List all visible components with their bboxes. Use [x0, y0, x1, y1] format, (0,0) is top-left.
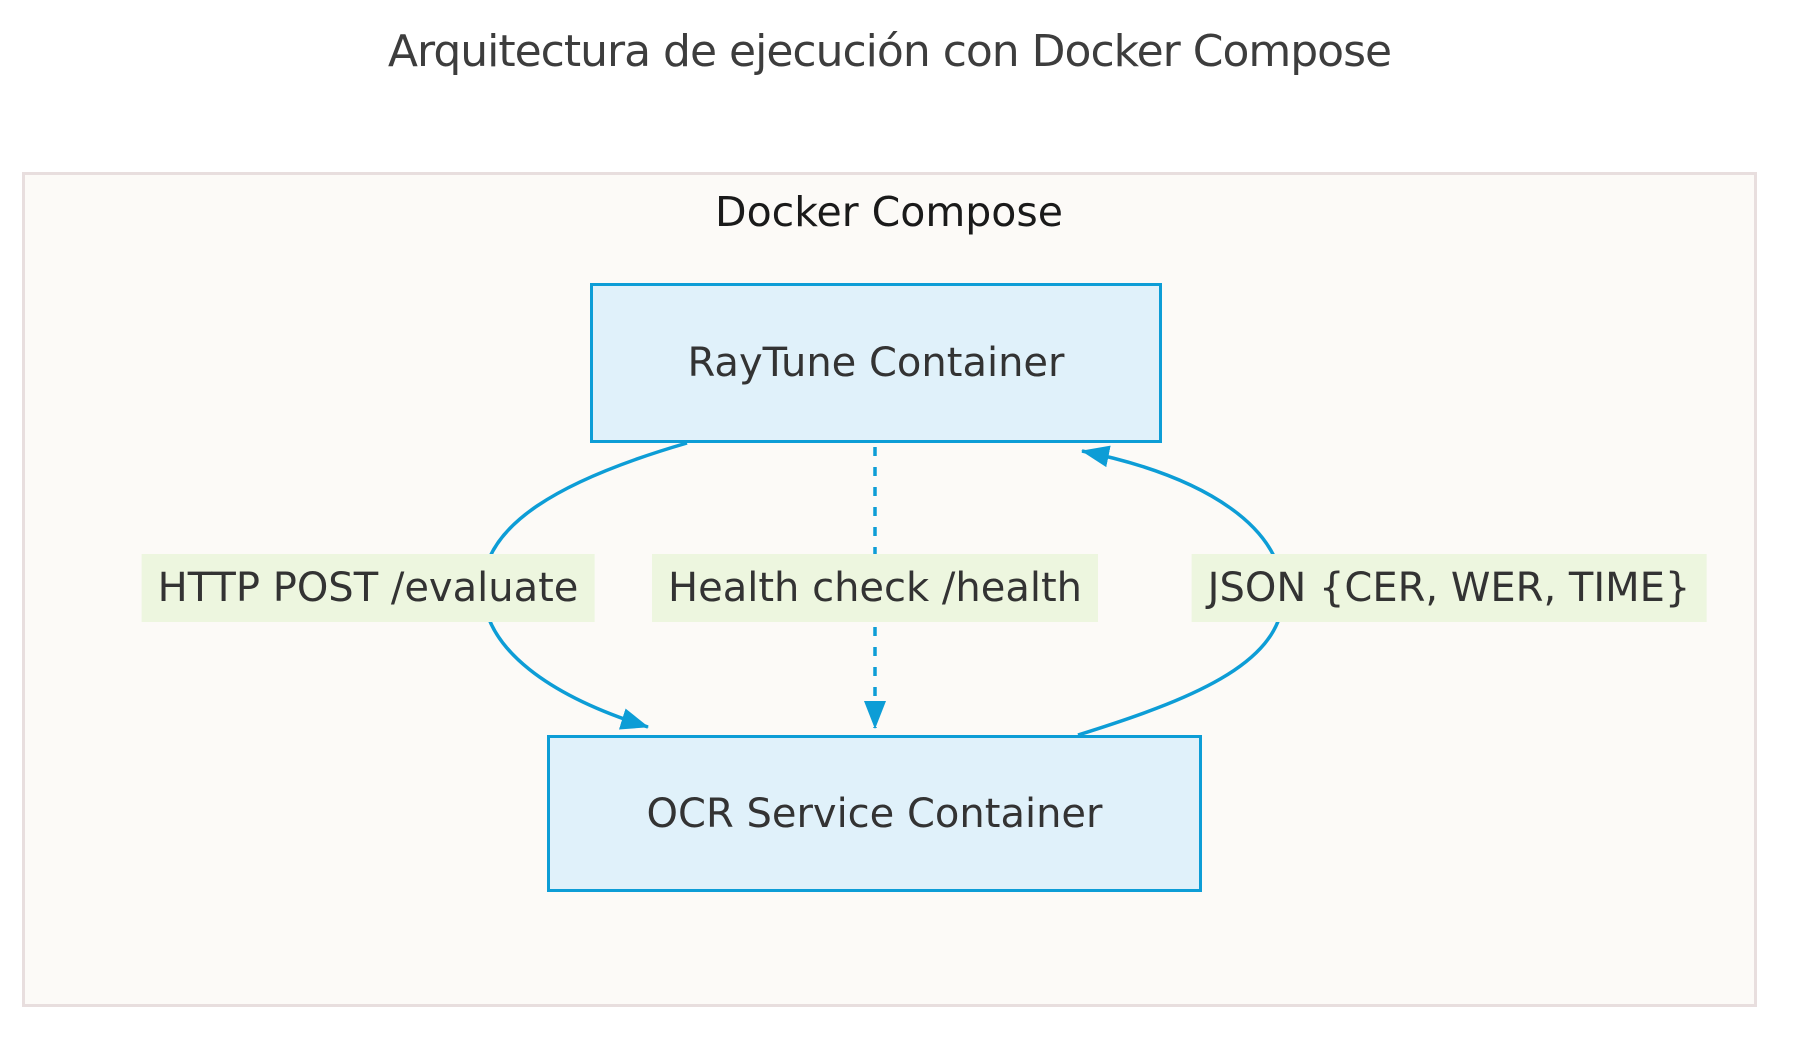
- diagram-title: Arquitectura de ejecución con Docker Com…: [387, 26, 1392, 77]
- node-ocr-service-container: OCR Service Container: [547, 735, 1202, 892]
- edge-label-http-post: HTTP POST /evaluate: [141, 554, 595, 622]
- node-raytune-container: RayTune Container: [590, 283, 1162, 443]
- edge-label-health-check: Health check /health: [652, 554, 1098, 622]
- node-ocr-label: OCR Service Container: [646, 790, 1103, 837]
- edge-label-json: JSON {CER, WER, TIME}: [1191, 554, 1707, 622]
- cluster-label: Docker Compose: [715, 188, 1063, 236]
- node-raytune-label: RayTune Container: [687, 340, 1065, 386]
